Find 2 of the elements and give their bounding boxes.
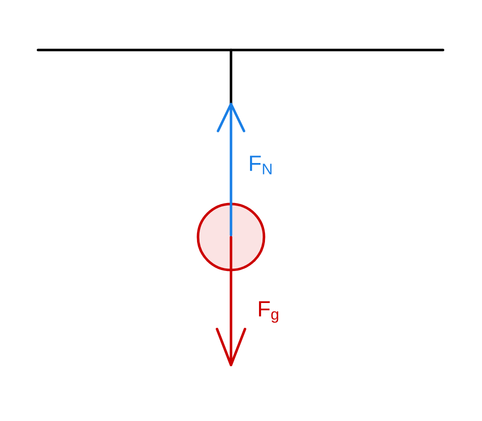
force-label: F$_{N}$ [250,156,272,174]
force-label: F$_{g}$ [259,301,278,323]
